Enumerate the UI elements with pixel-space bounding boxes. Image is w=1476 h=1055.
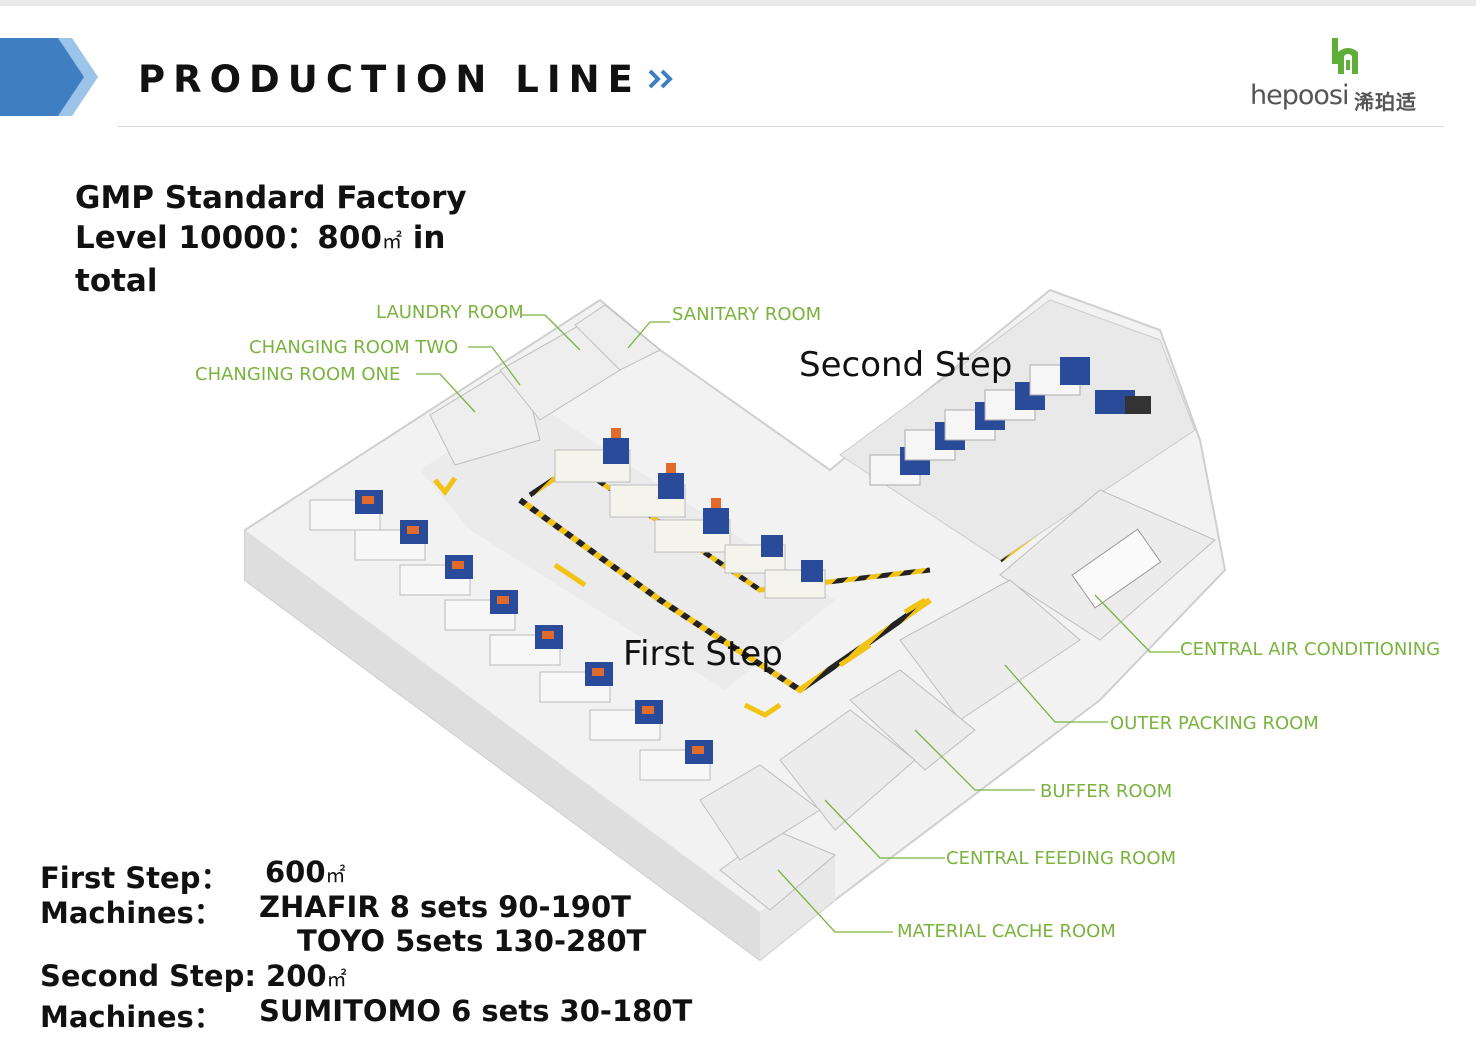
headline-line1: GMP Standard Factory: [75, 180, 467, 216]
first-step-machines-right: [554, 428, 826, 599]
factory-headline: GMP Standard Factory Level 10000：800㎡ in…: [75, 178, 515, 301]
label-central-air-conditioning: CENTRAL AIR CONDITIONING: [1180, 639, 1441, 660]
label-second-step: Second Step: [799, 345, 1013, 385]
logo-wordmark: hepoosi: [1250, 80, 1349, 111]
spec-second-step-label: Second Step: 200: [40, 959, 327, 993]
label-central-feeding-room: CENTRAL FEEDING ROOM: [946, 848, 1177, 869]
first-step-hazard-line: [518, 497, 932, 694]
top-border: [0, 0, 1476, 6]
label-leaders: [416, 314, 1180, 933]
label-sanitary-room: SANITARY ROOM: [672, 304, 822, 325]
spec-second-step: Second Step: 200㎡: [40, 959, 347, 993]
second-step-area: [839, 299, 1196, 561]
label-outer-packing-room: OUTER PACKING ROOM: [1110, 713, 1319, 734]
first-step-floor: [420, 400, 835, 690]
headline-in: in: [402, 220, 446, 256]
spec-first-area-value: 600: [265, 855, 326, 889]
label-material-cache-room: MATERIAL CACHE ROOM: [897, 921, 1116, 942]
spec-first-step-area: 600㎡: [265, 855, 346, 889]
production-specs: First Step： 600㎡ Machines： ZHAFIR 8 sets…: [40, 855, 760, 1045]
changing-rooms: [429, 304, 661, 466]
flow-arrows: [433, 469, 1104, 718]
label-changing-room-one: CHANGING ROOM ONE: [195, 364, 401, 385]
headline-unit: ㎡: [382, 229, 402, 253]
logo-chinese: 浠珀适: [1354, 90, 1417, 114]
spec-machines-label-2: Machines：: [40, 1000, 223, 1034]
headline-level: Level 10000：800: [75, 220, 382, 256]
label-first-step: First Step: [623, 634, 783, 674]
label-changing-room-two: CHANGING ROOM TWO: [249, 337, 459, 358]
spec-machine-toyo: TOYO 5sets 130-280T: [297, 924, 647, 958]
label-buffer-room: BUFFER ROOM: [1040, 781, 1173, 802]
spec-second-area-unit: ㎡: [326, 967, 347, 991]
tooth-h-icon: [1332, 38, 1358, 74]
spec-machine-sumitomo: SUMITOMO 6 sets 30-180T: [259, 994, 693, 1028]
label-laundry-room: LAUNDRY ROOM: [376, 302, 524, 323]
page-title: PRODUCTION LINE: [138, 58, 641, 101]
air-conditioning-units: [1071, 528, 1162, 609]
spec-machines-label-1: Machines：: [40, 896, 223, 930]
headline-line3: total: [75, 263, 158, 299]
spec-first-step-label: First Step：: [40, 861, 230, 895]
spec-first-area-unit: ㎡: [325, 863, 346, 887]
spec-machine-zhafir: ZHAFIR 8 sets 90-190T: [259, 890, 631, 924]
double-chevron-icon: [648, 69, 673, 89]
headline-line2: Level 10000：800㎡ in: [75, 218, 515, 261]
header-divider: [118, 126, 1444, 127]
section-tab-arrow: [0, 38, 98, 116]
first-step-machines-left: [309, 490, 713, 781]
brand-logo: hepoosi 浠珀适: [1250, 32, 1450, 120]
